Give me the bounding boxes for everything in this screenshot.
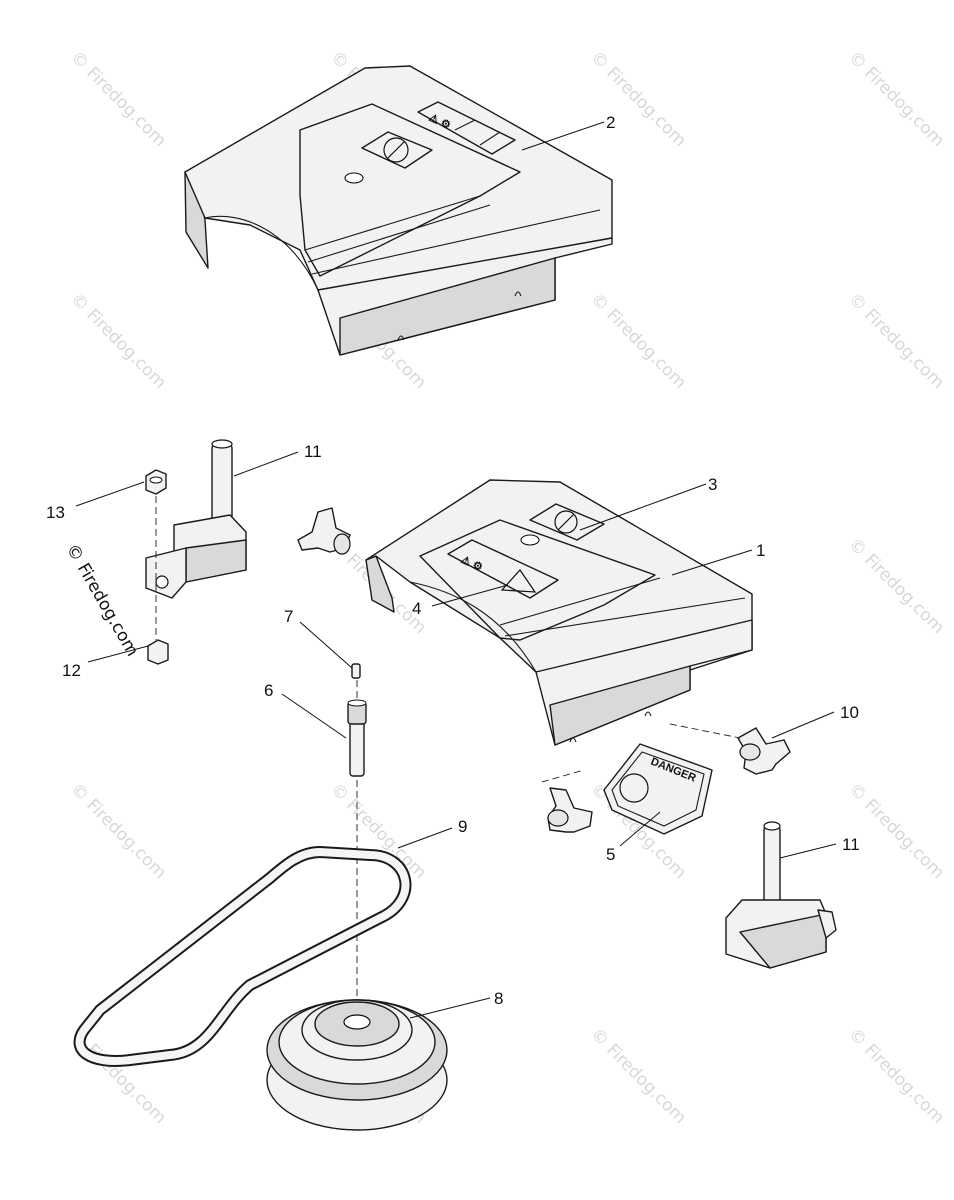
leader-lines	[75, 121, 837, 1019]
watermark: © Firedog.com	[66, 47, 170, 151]
callout-13: 13	[46, 503, 65, 522]
callout-6: 6	[264, 681, 273, 700]
idler-bracket-lower	[725, 821, 837, 969]
callout-9: 9	[458, 817, 467, 836]
wing-knob-right	[737, 727, 791, 775]
set-screw-7	[351, 663, 361, 679]
watermark: © Firedog.com	[586, 1024, 690, 1128]
belt-cover-upper: ⚠ ⚙	[184, 65, 613, 356]
hex-nut-13	[145, 469, 167, 495]
idler-bracket-upper	[145, 439, 247, 599]
callout-2: 2	[606, 113, 615, 132]
v-belt-9	[73, 846, 412, 1067]
callout-3: 3	[708, 475, 717, 494]
danger-decal: DANGER	[603, 743, 713, 835]
callout-8: 8	[494, 989, 503, 1008]
watermark: © Firedog.com	[844, 779, 948, 883]
callouts: 2 3 1 4 5 7 6 8 9 10 11 11 12 13	[46, 113, 860, 1008]
wing-knob-mid	[547, 787, 593, 833]
watermark: © Firedog.com	[844, 534, 948, 638]
watermark: © Firedog.com	[326, 779, 430, 883]
callout-12: 12	[62, 661, 81, 680]
callout-10: 10	[840, 703, 859, 722]
watermark-dark: © Firedog.com	[62, 541, 143, 660]
wing-knob-left	[297, 507, 351, 555]
belt-cover-lower: ⚠ ⚙	[365, 479, 753, 746]
watermark: © Firedog.com	[66, 289, 170, 393]
hex-nut-12	[147, 639, 169, 665]
callout-1: 1	[756, 541, 765, 560]
watermark: © Firedog.com	[586, 47, 690, 151]
pulley-8	[266, 999, 448, 1131]
callout-5: 5	[606, 845, 615, 864]
callout-4: 4	[412, 599, 421, 618]
watermark: © Firedog.com	[844, 1024, 948, 1128]
callout-7: 7	[284, 607, 293, 626]
alignment-line	[541, 769, 585, 783]
watermark: © Firedog.com	[844, 47, 948, 151]
alignment-line	[669, 723, 741, 739]
callout-11-lower: 11	[842, 835, 860, 854]
callout-11-upper: 11	[304, 442, 322, 461]
pin-6	[347, 699, 367, 777]
watermark: © Firedog.com	[66, 779, 170, 883]
watermark: © Firedog.com	[844, 289, 948, 393]
watermark: © Firedog.com	[586, 289, 690, 393]
